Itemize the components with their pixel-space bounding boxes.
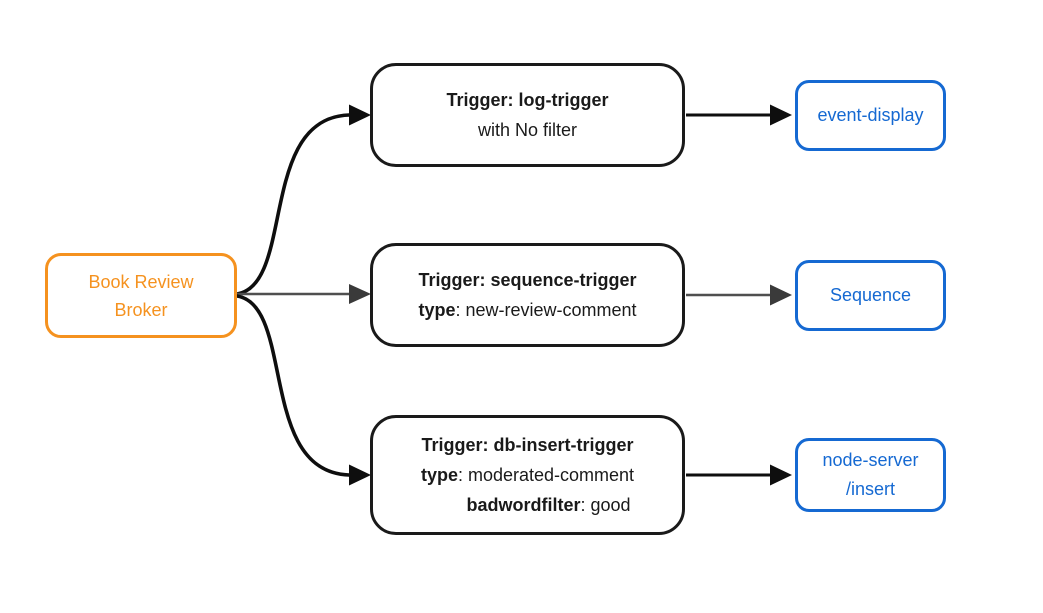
trigger-title: Trigger: sequence-trigger — [418, 270, 637, 290]
sink-label: Sequence — [829, 285, 912, 305]
sink-node-sequence: Sequence — [795, 260, 946, 331]
arrowhead-icon — [349, 104, 371, 126]
edge-broker-to-db-insert-trigger — [235, 294, 351, 477]
trigger-attribute: with No filter — [477, 120, 578, 140]
trigger-attribute: type: moderated-comment — [420, 465, 635, 485]
trigger-title: Trigger: log-trigger — [446, 90, 609, 110]
edge-broker-to-log-trigger — [235, 113, 351, 296]
trigger-node-db-insert: Trigger: db-insert-trigger type: moderat… — [370, 415, 685, 535]
arrowhead-icon — [349, 284, 371, 304]
broker-label-line2: Broker — [114, 299, 168, 320]
trigger-node-log: Trigger: log-trigger with No filter — [370, 63, 685, 167]
sink-label-line1: node-server — [822, 450, 919, 470]
trigger-node-sequence: Trigger: sequence-trigger type: new-revi… — [370, 243, 685, 347]
sink-node-event-display: event-display — [795, 80, 946, 151]
trigger-title: Trigger: db-insert-trigger — [421, 435, 634, 455]
sink-label: event-display — [817, 105, 924, 125]
arrowhead-icon — [770, 104, 792, 126]
sink-node-node-server: node-server /insert — [795, 438, 946, 512]
trigger-attribute: type: new-review-comment — [418, 300, 637, 320]
broker-node: Book Review Broker — [45, 253, 237, 338]
broker-label-line1: Book Review — [88, 271, 194, 292]
arrowhead-icon — [349, 464, 371, 486]
trigger-attribute: badwordfilter: good — [466, 495, 631, 515]
sink-label-line2: /insert — [845, 479, 896, 499]
arrowhead-icon — [770, 464, 792, 486]
arrowhead-icon — [770, 284, 792, 306]
